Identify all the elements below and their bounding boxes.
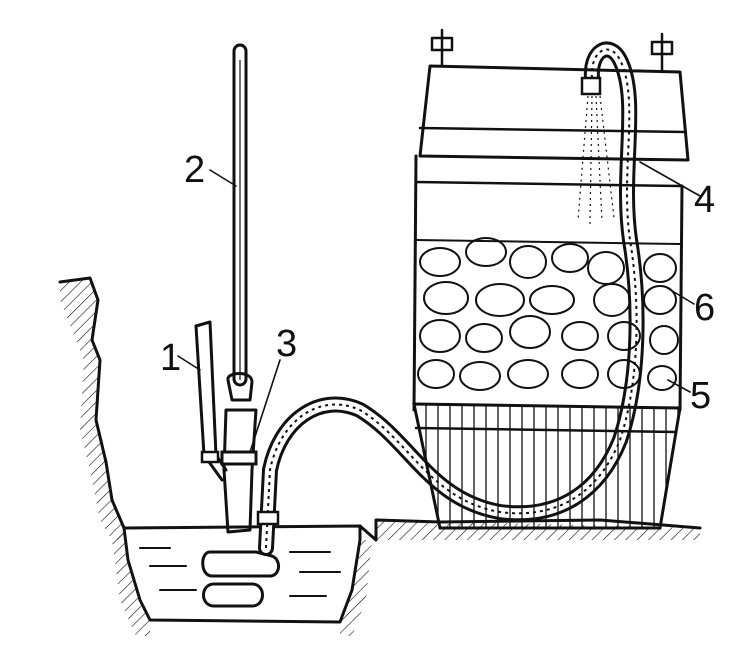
callout-5: 5 [690, 375, 711, 417]
barrel [412, 28, 690, 530]
leader-lines [177, 161, 701, 453]
pump [194, 43, 280, 608]
water-pit [112, 524, 372, 636]
callout-2: 2 [184, 149, 205, 191]
callout-6: 6 [694, 287, 715, 329]
callout-4: 4 [694, 179, 715, 221]
callout-1: 1 [160, 337, 181, 379]
stone-layer [417, 237, 679, 391]
callout-3: 3 [276, 323, 297, 365]
spray [577, 95, 615, 225]
